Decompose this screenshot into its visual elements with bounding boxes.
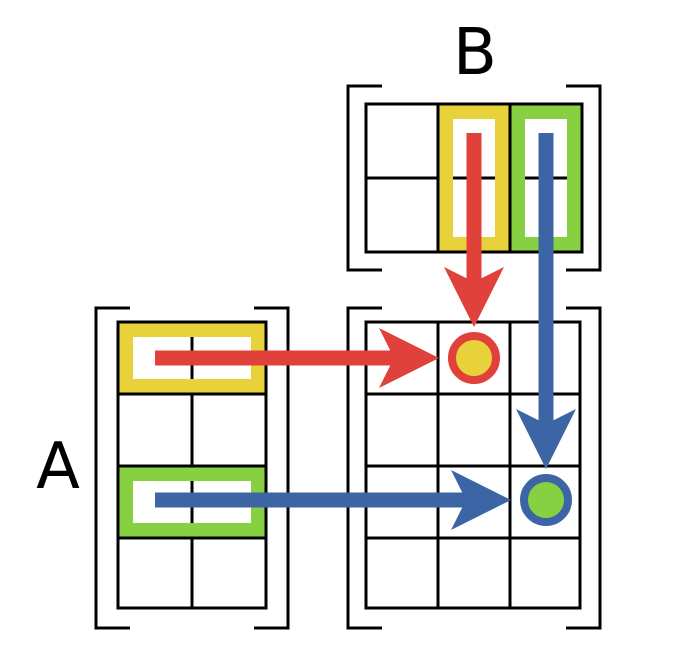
- matrix-a-right-bracket: [254, 306, 290, 630]
- result-matrix: [346, 306, 602, 630]
- matrix-a-left-bracket: [94, 306, 130, 630]
- result-left-bracket: [346, 306, 382, 630]
- result-cell-1-2-marker: [448, 332, 500, 384]
- matrix-b-right-bracket: [566, 84, 602, 272]
- matrix-b-label: B: [453, 16, 497, 90]
- matrix-a-label: A: [36, 430, 80, 504]
- result-right-bracket: [566, 306, 602, 630]
- matrix-b-left-bracket: [346, 84, 382, 272]
- result-cell-3-3-marker: [520, 474, 572, 526]
